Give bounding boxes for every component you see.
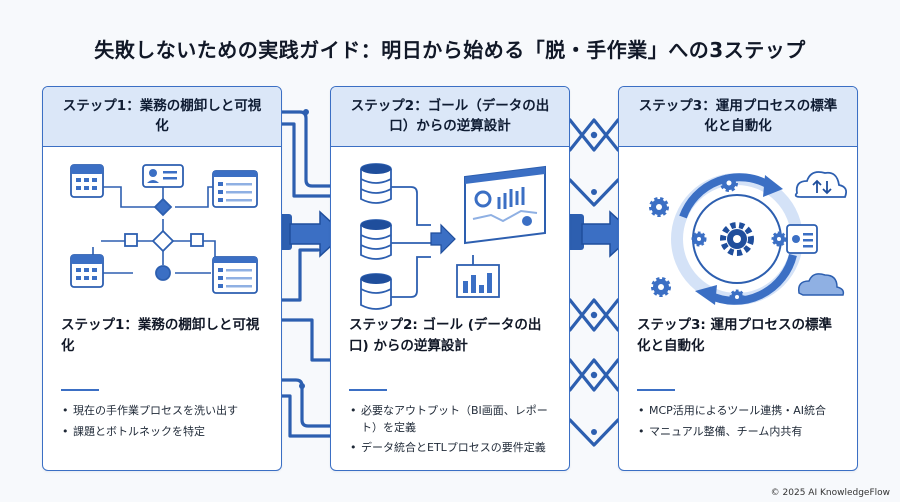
step1-illustration [70,164,258,294]
database-icon [360,219,392,260]
document-list-icon [786,224,818,254]
cloud-icon [797,273,845,296]
step3-illustration [649,171,848,305]
divider [637,389,675,391]
document-list-icon [212,256,258,294]
step3-heading: ステップ3: 運用プロセスの標準化と自動化 [637,317,832,354]
step2-panel: ステップ2：ゴール（データの出口）からの逆算設計 [330,86,570,471]
gear-icon [691,231,707,247]
divider [349,389,387,391]
bar-chart-icon [456,264,500,298]
dashboard-icon [464,165,546,245]
gear-icon [720,222,754,256]
step3-bullets: MCP活用によるツール連携・AI統合 マニュアル整備、チーム内共有 [637,403,847,444]
gear-icon [720,174,738,192]
step2-illustration [360,163,546,310]
list-item: MCP活用によるツール連携・AI統合 [637,403,847,420]
step1-bullets: 現在の手作業プロセスを洗い出す 課題とボトルネックを特定 [61,403,271,444]
step2-header: ステップ2：ゴール（データの出口）からの逆算設計 [331,87,569,147]
list-item: マニュアル整備、チーム内共有 [637,424,847,441]
step3-panel: ステップ3：運用プロセスの標準化と自動化 [618,86,858,471]
step2-bullets: 必要なアウトプット（BI画面、レポート）を定義 データ統合とETLプロセスの要件… [349,403,559,461]
database-icon [360,163,392,204]
list-item: データ統合とETLプロセスの要件定義 [349,440,559,457]
gear-icon [729,289,745,305]
copyright-text: © 2025 AI KnowledgeFlow [770,488,890,498]
list-item: 課題とボトルネックを特定 [61,424,271,441]
step3-header: ステップ3：運用プロセスの標準化と自動化 [619,87,857,147]
divider [61,389,99,391]
step1-heading: ステップ1：業務の棚卸しと可視化 [61,317,260,354]
gear-icon [651,277,671,297]
step2-heading: ステップ2: ゴール (データの出口) からの逆算設計 [349,317,542,354]
page-title: 失敗しないための実践ガイド：明日から始める「脱・手作業」への3ステップ [94,38,806,62]
database-icon [360,273,392,310]
cloud-sync-icon [794,171,848,198]
gear-icon [771,231,787,247]
step1-header: ステップ1：業務の棚卸しと可視化 [43,87,281,147]
calendar-icon [70,164,104,198]
calendar-icon [70,254,104,288]
arrow-right-icon [430,223,456,255]
step1-panel: ステップ1：業務の棚卸しと可視化 [42,86,282,471]
document-list-icon [212,170,258,208]
list-item: 現在の手作業プロセスを洗い出す [61,403,271,420]
gear-icon [649,197,669,217]
flowchart-icon [124,197,204,281]
user-card-icon [142,164,184,188]
list-item: 必要なアウトプット（BI画面、レポート）を定義 [349,403,559,436]
